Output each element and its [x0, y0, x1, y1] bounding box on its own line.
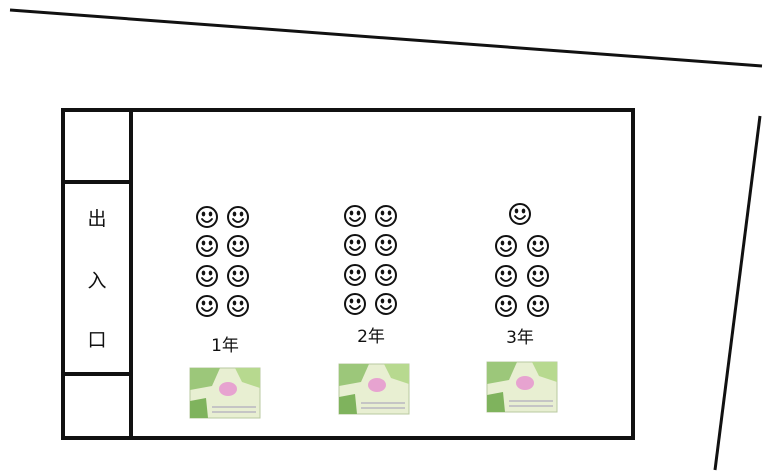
smiley-face-icon: [495, 265, 517, 287]
smiley-face-icon: [227, 295, 249, 317]
smiley-face-icon: [344, 264, 366, 286]
smiley-face-icon: [527, 265, 549, 287]
entrance-char-2: 入: [87, 270, 106, 292]
smiley-face-icon: [495, 235, 517, 257]
smiley-face-icon: [196, 206, 218, 228]
boundary-line-top: [9, 8, 763, 68]
smiley-face-icon: [344, 293, 366, 315]
smiley-face-icon: [227, 265, 249, 287]
room-outline: [61, 108, 635, 440]
smiley-face-icon: [196, 265, 218, 287]
group-label-2: 2年: [357, 327, 385, 347]
smiley-face-icon: [227, 206, 249, 228]
smiley-face-icon: [375, 264, 397, 286]
smiley-face-icon: [527, 295, 549, 317]
entrance-char-3: 口: [87, 329, 106, 351]
map-poster-icon: [338, 363, 410, 415]
map-poster-icon: [189, 367, 261, 419]
smiley-face-icon: [375, 293, 397, 315]
smiley-face-icon: [227, 235, 249, 257]
boundary-line-right: [713, 115, 762, 471]
smiley-face-icon: [527, 235, 549, 257]
smiley-face-icon: [344, 205, 366, 227]
smiley-face-icon: [509, 203, 531, 225]
smiley-face-icon: [196, 235, 218, 257]
student-icons: [196, 203, 549, 317]
group-label-1: 1年: [211, 336, 239, 356]
smiley-face-icon: [196, 295, 218, 317]
map-poster-icon: [486, 361, 558, 413]
smiley-face-icon: [375, 234, 397, 256]
smiley-face-icon: [344, 234, 366, 256]
smiley-face-icon: [375, 205, 397, 227]
smiley-face-icon: [495, 295, 517, 317]
entrance-char-1: 出: [87, 208, 106, 230]
group-label-3: 3年: [506, 328, 534, 348]
